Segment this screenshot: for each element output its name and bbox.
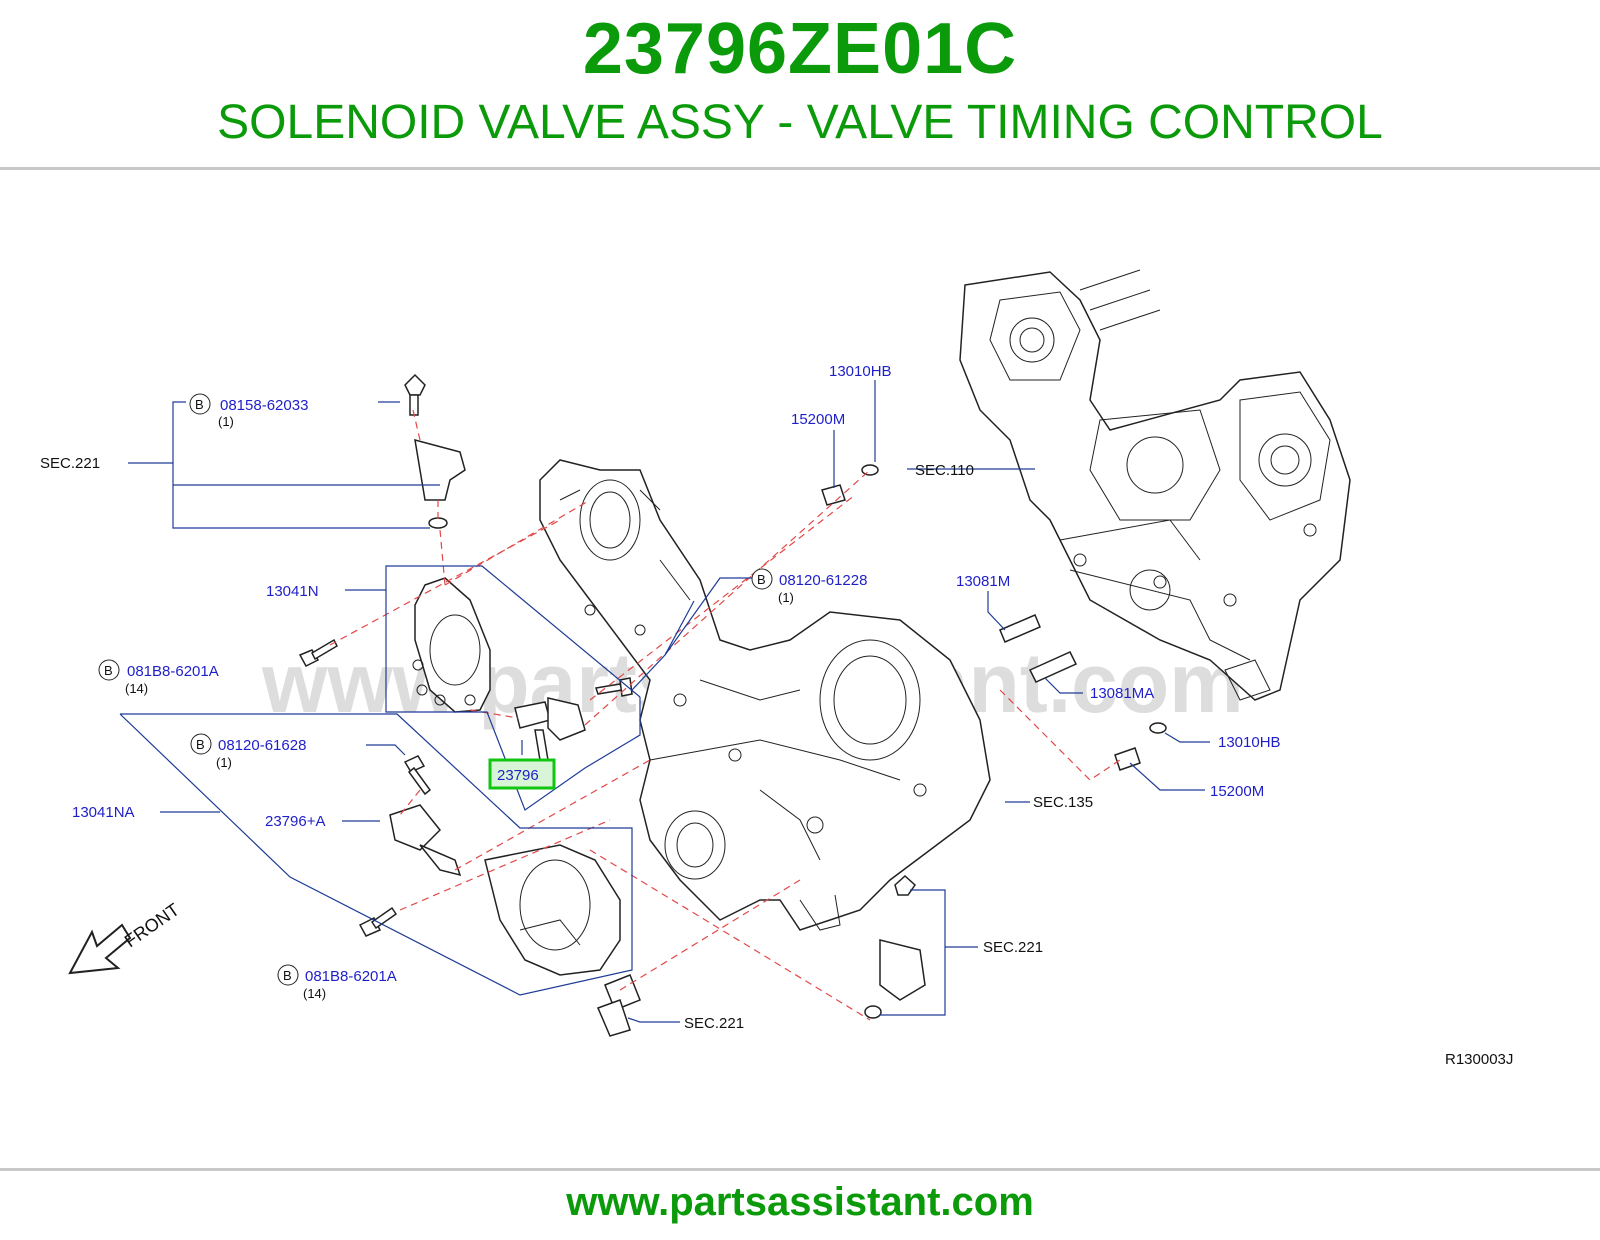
front-direction-arrow: FRONT (68, 899, 183, 975)
footer-divider (0, 1168, 1600, 1171)
label-08120-61628-qty: (1) (216, 755, 232, 770)
label-081B8-6201A-a: 081B8-6201A (127, 663, 219, 680)
label-13081MA: 13081MA (1090, 685, 1154, 702)
label-23796A: 23796+A (265, 813, 325, 830)
part-name-subtitle: SOLENOID VALVE ASSY - VALVE TIMING CONTR… (217, 96, 1383, 149)
part-number-title: 23796ZE01C (582, 9, 1018, 89)
label-13041N: 13041N (266, 583, 319, 600)
label-sec221-bottom: SEC.221 (684, 1015, 744, 1032)
crank-sensor-bottom (596, 974, 641, 1037)
label-sec110: SEC.110 (915, 462, 974, 479)
bolt-badge (98, 659, 120, 681)
label-13041NA: 13041NA (72, 804, 135, 821)
label-15200M-top: 15200M (791, 411, 845, 428)
bolt-badge (277, 964, 299, 986)
figure-reference: R130003J (1445, 1051, 1513, 1068)
bolt-badge-letter: B (195, 397, 204, 412)
label-081B8-6201A-b: 081B8-6201A (305, 968, 397, 985)
label-23796-highlighted[interactable]: 23796 (497, 767, 539, 784)
bolt-badge-letter: B (757, 572, 766, 587)
assembly-dash-lines (329, 409, 1121, 1021)
solenoid-valve-23796A (389, 804, 462, 877)
labels: SEC.221 B 08158-62033 (1) 13041N B 081B8… (40, 363, 1513, 1068)
label-08120-61228-qty: (1) (778, 590, 794, 605)
label-08158-62033: 08158-62033 (220, 397, 308, 414)
label-sec221-top: SEC.221 (40, 455, 100, 472)
label-081B8-b-qty: (14) (303, 986, 326, 1001)
bolt-081B8-bottom (358, 906, 398, 937)
cam-sensor-bottom-right (864, 874, 926, 1019)
footer-website[interactable]: www.partsassistant.com (566, 1180, 1034, 1224)
label-08158-qty: (1) (218, 414, 234, 429)
dowels-and-orings (821, 464, 1167, 771)
vtc-cover-13041NA (484, 844, 621, 976)
bolt-badge-letter: B (196, 737, 205, 752)
header-divider (0, 167, 1600, 170)
label-13010HB-right: 13010HB (1218, 734, 1281, 751)
bolt-badge (189, 393, 211, 415)
label-15200M-right: 15200M (1210, 783, 1264, 800)
label-08120-61228: 08120-61228 (779, 572, 867, 589)
cylinder-block-drawing (959, 269, 1351, 701)
label-081B8-a-qty: (14) (125, 681, 148, 696)
front-arrow-icon (68, 923, 132, 975)
label-13010HB-top: 13010HB (829, 363, 892, 380)
parts-diagram: www.partsassistant.com (40, 269, 1513, 1068)
bolt-badge (190, 733, 212, 755)
cam-sensor-top-left (404, 373, 466, 529)
vtc-cover-13041N (412, 577, 491, 713)
highlight-box[interactable] (488, 758, 556, 790)
bolt-08120-61628 (403, 755, 432, 796)
label-sec221-right: SEC.221 (983, 939, 1043, 956)
bolt-badge-letter: B (104, 663, 113, 678)
front-cover-drawing (539, 459, 991, 931)
leader-lines (119, 380, 1210, 1023)
label-08120-61628: 08120-61628 (218, 737, 306, 754)
bolt-badge-letter: B (283, 968, 292, 983)
label-sec135: SEC.135 (1033, 794, 1093, 811)
bolt-badge (751, 568, 773, 590)
front-label: FRONT (121, 899, 183, 951)
label-13081M: 13081M (956, 573, 1010, 590)
